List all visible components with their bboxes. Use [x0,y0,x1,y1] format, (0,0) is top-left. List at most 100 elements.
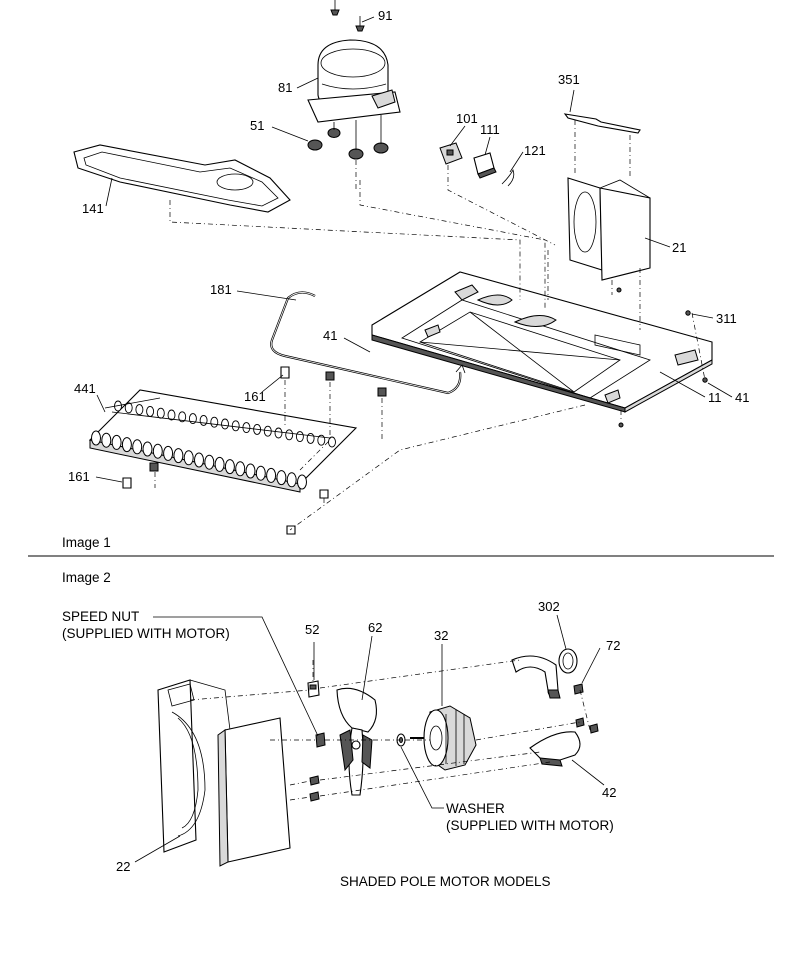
callout-52: 52 [305,622,319,637]
condenser-tube-part [270,291,466,395]
speed-nut-label-line2: (SUPPLIED WITH MOTOR) [62,626,230,641]
callout-21: 21 [672,240,686,255]
assembly-lines [154,120,706,531]
callout-81: 81 [278,80,292,95]
fan-shroud-part [567,177,651,281]
callout-91: 91 [378,8,392,23]
coil-loop [199,414,208,426]
coil-loop [286,472,297,488]
condenser-coil-part [88,389,358,493]
coil-loop [152,443,163,459]
assembly-lines [189,659,591,801]
wire-clip-part [501,169,515,187]
coil-loop [146,405,155,417]
callout-111: 111 [480,122,500,137]
diagram-footer: SHADED POLE MOTOR MODELS [340,874,551,889]
callout-41-upper: 41 [323,328,337,343]
speed-nut-label-line1: SPEED NUT [62,609,139,624]
coil-loop [163,445,174,461]
washer-label-line2: (SUPPLIED WITH MOTOR) [446,818,614,833]
callout-72: 72 [606,638,620,653]
image2-exploded-view: Image 2 [62,570,620,889]
coil-loop [276,470,287,486]
coil-loop [183,450,194,466]
pad-parts [280,366,387,397]
coil-loop [121,437,132,453]
coil-loop [274,427,283,439]
grommet-ring-part [558,648,578,674]
bracket-part [563,113,641,134]
coil-loop [295,431,304,443]
callout-181: 181 [210,282,232,297]
leader-lines [134,614,605,863]
callout-101: 101 [456,111,478,126]
overload-cover-part [473,152,497,179]
fan-shroud-part [157,679,291,867]
callout-141: 141 [82,201,104,216]
coil-loop [210,416,219,428]
relay-part [439,142,463,165]
image1-exploded-view: 91 81 51 101 111 121 351 141 21 181 41 3… [62,0,749,550]
fan-blade-part [336,687,377,796]
coil-loop [235,461,246,477]
coil-loop [245,463,256,479]
coil-loop [224,459,235,475]
coil-loop [204,454,215,470]
callout-161-lower: 161 [68,469,90,484]
coil-loop [266,467,277,483]
grommet-parts [307,115,389,160]
callout-121: 121 [524,143,546,158]
coil-loop [124,402,133,414]
coil-feet-parts [122,462,329,535]
coil-loop [132,439,143,455]
speed-nut-part [315,732,326,748]
base-plate-part [371,271,713,413]
lower-bracket-part [529,731,581,767]
callout-311: 311 [716,311,737,326]
coil-loop [142,441,153,457]
coil-loop [135,404,144,416]
coil-loop [101,432,112,448]
fan-motor-part [410,705,477,771]
washer-label-line1: WASHER [446,801,505,816]
coil-loop [194,452,204,468]
motor-bracket-part [511,655,561,699]
screw-part [330,0,365,32]
callout-62: 62 [368,620,382,635]
coil-loop [285,429,294,441]
coil-loop [306,432,315,444]
callout-161-upper: 161 [244,389,266,404]
callout-32: 32 [434,628,448,643]
callout-22: 22 [116,859,130,874]
coil-loop [328,436,336,448]
coil-loop [214,456,225,472]
drain-pan-part [73,144,291,213]
compressor-part [307,39,401,123]
image2-caption: Image 2 [62,570,111,585]
coil-loop [231,420,240,432]
coil-loop [167,409,176,421]
callout-11: 11 [708,390,722,405]
callout-351: 351 [558,72,580,87]
coil-loop [297,474,307,490]
clip-part [307,680,320,698]
coil-loop [91,430,101,446]
callout-51: 51 [250,118,264,133]
image2-labels: SPEED NUT (SUPPLIED WITH MOTOR) WASHER (… [62,599,620,889]
callout-302: 302 [538,599,560,614]
coil-loop [255,465,266,481]
callout-441: 441 [74,381,96,396]
coil-loop [221,418,229,430]
callout-41-lower: 41 [735,390,749,405]
coil-loop [156,407,165,419]
coil-loop [111,434,122,450]
image1-callouts: 91 81 51 101 111 121 351 141 21 181 41 3… [68,8,749,484]
coil-loop [178,411,187,423]
coil-loop [317,434,326,446]
leader-lines [95,16,733,483]
image1-caption: Image 1 [62,535,111,550]
screw-parts [309,683,599,802]
coil-loop [173,448,184,464]
callout-42: 42 [602,785,616,800]
